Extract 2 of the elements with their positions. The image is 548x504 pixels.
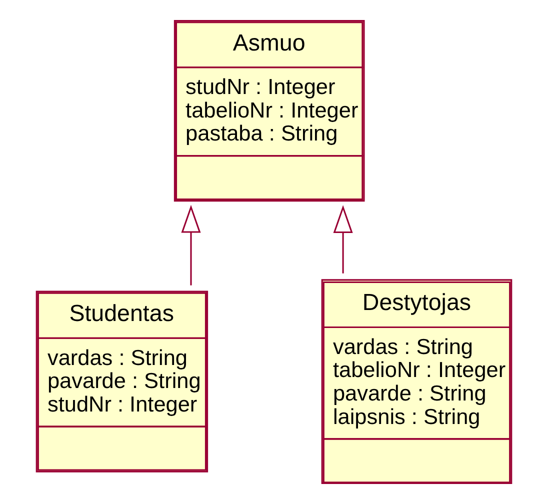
- arrow: [333, 205, 353, 274]
- arrow: [181, 204, 201, 286]
